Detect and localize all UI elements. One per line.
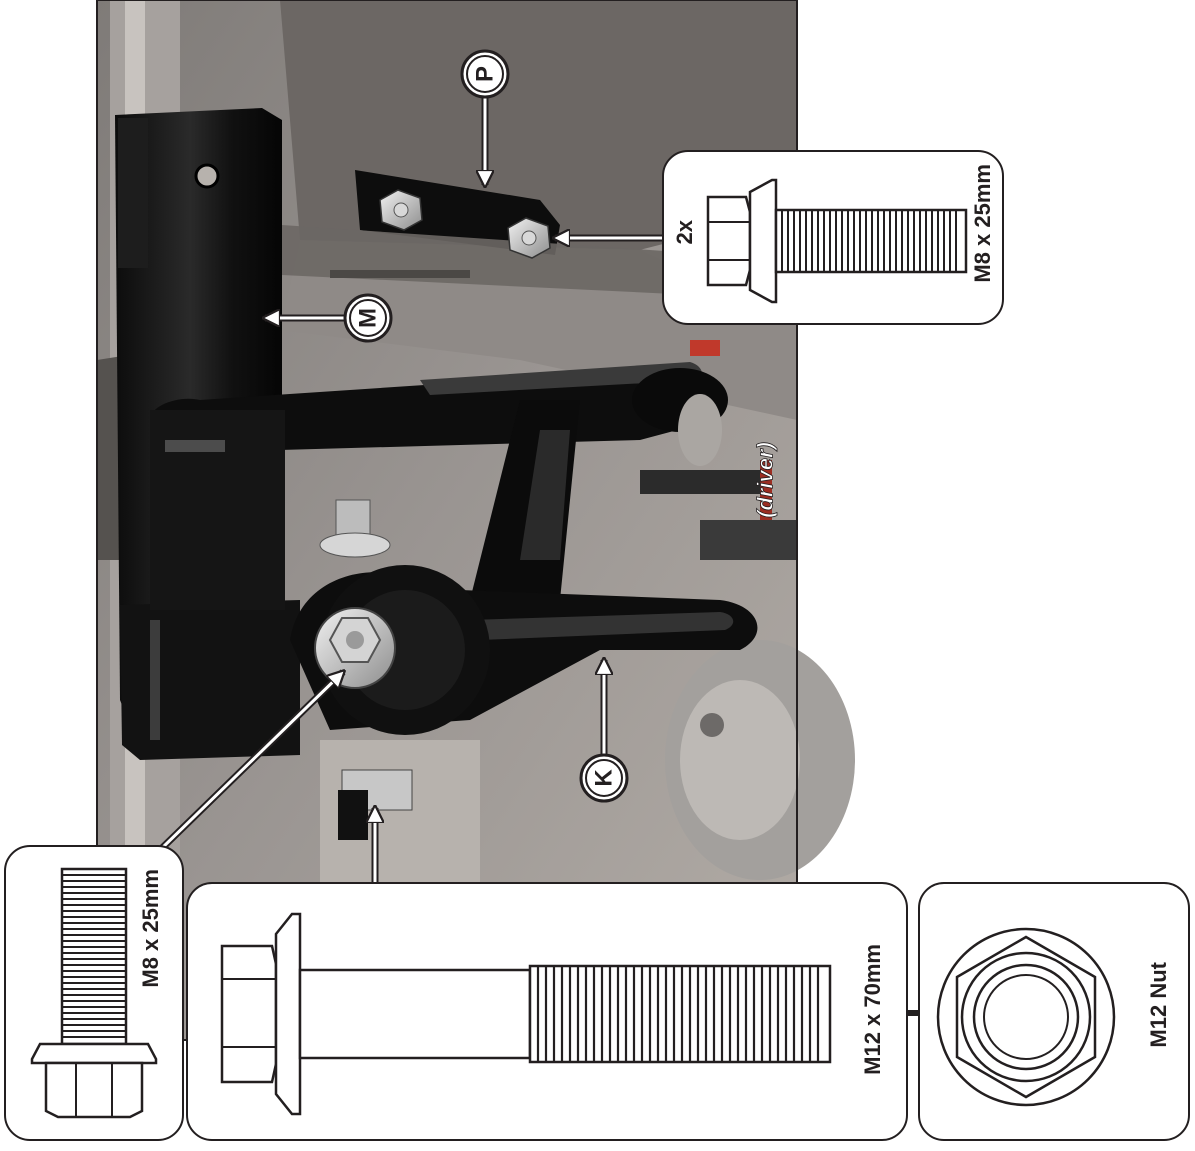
m8-bolt-drawing bbox=[706, 178, 968, 304]
plate-bolt-right bbox=[507, 217, 551, 259]
callout-m-letter: M bbox=[355, 308, 382, 328]
m12-nut-drawing bbox=[936, 927, 1116, 1107]
side-bolt-label: M8 x 25mm bbox=[138, 869, 163, 988]
callout-k: K bbox=[579, 753, 629, 803]
hardware-box-long-bolt: M12 x 70mm bbox=[186, 882, 908, 1141]
arrow-pivot-bolt bbox=[157, 672, 343, 853]
callout-p: P bbox=[460, 49, 510, 99]
callout-k-letter: K bbox=[591, 769, 618, 787]
m8-side-bolt-drawing bbox=[30, 867, 158, 1119]
nut-label: M12 Nut bbox=[1146, 962, 1171, 1048]
bracket-bolts-qty: 2x bbox=[672, 220, 697, 245]
pivot-bolt bbox=[314, 607, 396, 689]
callout-m: M bbox=[343, 293, 393, 343]
hardware-box-side-bolt: M8 x 25mm bbox=[4, 845, 184, 1141]
hardware-box-nut: M12 Nut bbox=[918, 882, 1190, 1141]
driver-note: (driver) bbox=[753, 442, 778, 518]
long-bolt-label: M12 x 70mm bbox=[860, 944, 885, 1075]
m12-bolt-drawing bbox=[220, 912, 832, 1116]
plate-bolt-left bbox=[379, 189, 423, 231]
bolt-nut-connector bbox=[906, 1010, 920, 1016]
stud-bolt bbox=[319, 499, 391, 558]
hardware-box-bracket-bolts: 2x M8 x 25mm bbox=[662, 150, 1004, 325]
bracket-bolts-label: M8 x 25mm bbox=[970, 164, 995, 283]
callout-p-letter: P bbox=[472, 66, 499, 82]
lower-nut bbox=[338, 769, 413, 840]
hitch-clevis bbox=[150, 362, 758, 735]
